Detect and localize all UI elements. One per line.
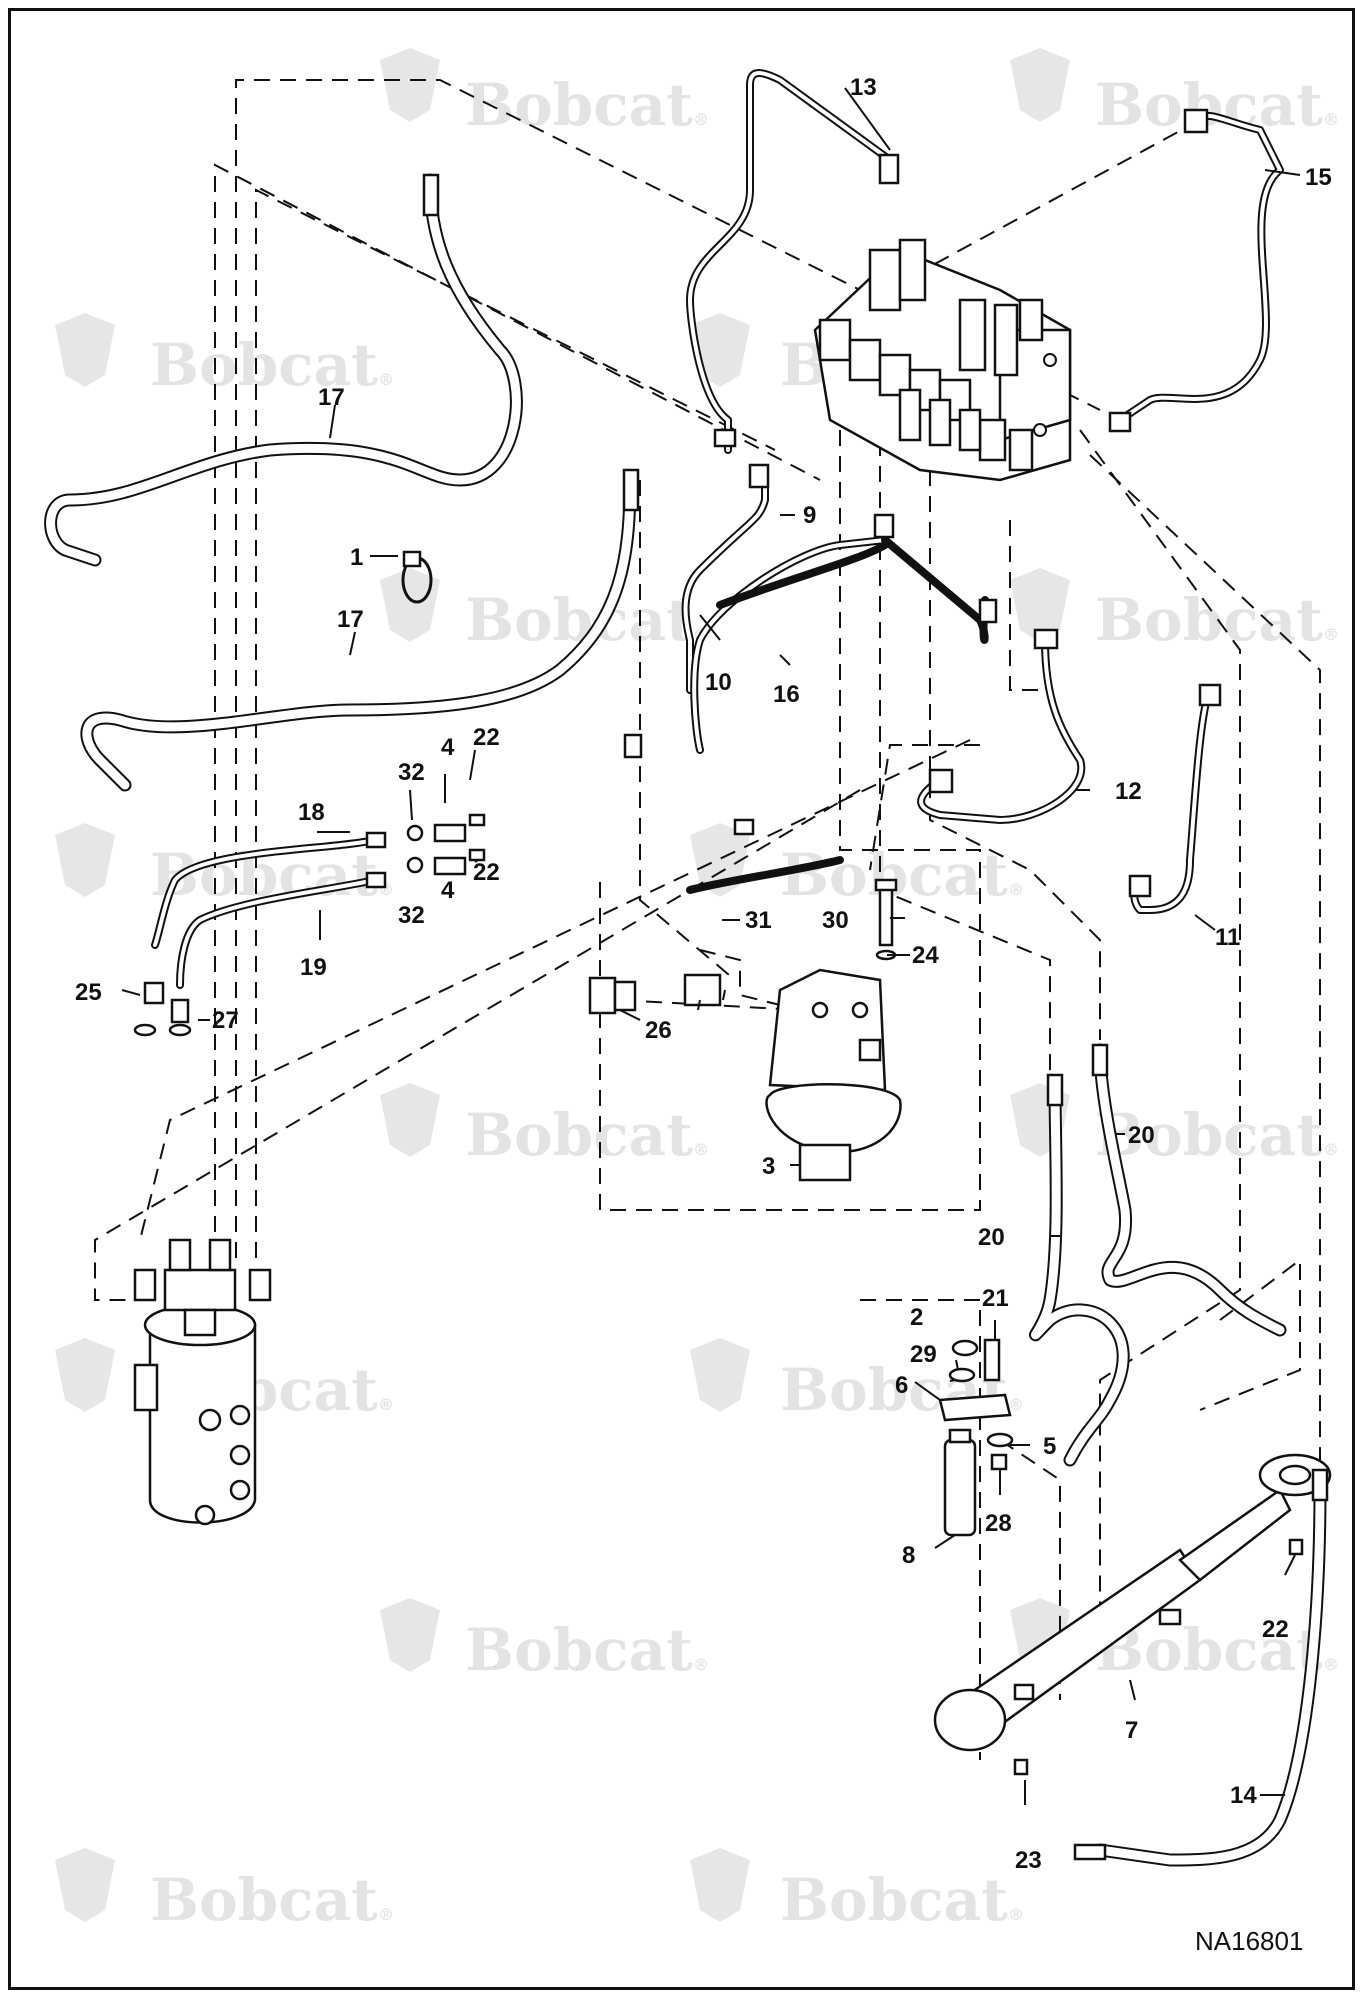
- swivel-joint: [133, 1238, 272, 1526]
- svg-text:Bobcat®: Bobcat®: [780, 841, 1024, 909]
- callout-27: 27: [212, 1007, 239, 1034]
- callout-25: 25: [75, 979, 102, 1006]
- watermark: Bobcat®: [690, 1848, 1024, 1934]
- callout-22: 22: [473, 724, 500, 751]
- callout-32: 32: [398, 759, 425, 786]
- rigid-tubes: [681, 69, 1284, 914]
- swing-motor: [588, 878, 902, 1182]
- callout-8: 8: [902, 1542, 915, 1569]
- callout-32: 32: [398, 902, 425, 929]
- pressure-lines: [133, 813, 486, 1037]
- callout-labels: 13 15 17 1 17 9 10 16 12 11 4 22 32 18 2…: [75, 74, 1332, 1874]
- callout-4: 4: [441, 877, 455, 904]
- hydraulic-cylinder: [933, 1453, 1332, 1776]
- watermark: Bobcat®: [380, 48, 709, 139]
- watermark: Bobcat®: [55, 313, 394, 399]
- hoses: [44, 173, 1327, 1867]
- watermark: Bobcat®: [1010, 48, 1339, 139]
- callout-28: 28: [985, 1510, 1012, 1537]
- watermark: Bobcat®: [690, 1338, 1024, 1424]
- callout-14: 14: [1230, 1782, 1257, 1809]
- accumulator: [938, 1338, 1014, 1537]
- callout-2: 2: [910, 1304, 923, 1331]
- svg-text:Bobcat®: Bobcat®: [465, 1101, 709, 1169]
- callout-11: 11: [1215, 924, 1240, 951]
- callout-4: 4: [441, 734, 455, 761]
- watermark: Bobcat®: [380, 1598, 709, 1684]
- watermark: Bobcat®: [690, 823, 1024, 909]
- dashed-connections: [94, 79, 1321, 1760]
- svg-text:Bobcat®: Bobcat®: [1095, 1101, 1339, 1169]
- callout-30: 30: [822, 907, 849, 934]
- watermark: Bobcat®: [1010, 1598, 1339, 1684]
- callout-20: 20: [978, 1224, 1005, 1251]
- callout-15: 15: [1305, 164, 1332, 191]
- callout-1: 1: [350, 544, 363, 571]
- callout-7: 7: [1125, 1717, 1138, 1744]
- fittings: [422, 108, 1329, 1861]
- callout-22: 22: [1262, 1616, 1289, 1643]
- callout-23: 23: [1015, 1847, 1042, 1874]
- svg-text:Bobcat®: Bobcat®: [1095, 586, 1339, 654]
- callout-10: 10: [705, 669, 732, 696]
- svg-text:Bobcat®: Bobcat®: [1095, 71, 1339, 139]
- leader-lines: [121, 87, 1301, 1805]
- callout-6: 6: [895, 1372, 908, 1399]
- svg-text:Bobcat®: Bobcat®: [780, 1866, 1024, 1934]
- callout-21: 21: [982, 1285, 1009, 1312]
- watermark: Bobcat®: [380, 568, 709, 654]
- svg-text:Bobcat®: Bobcat®: [150, 331, 394, 399]
- figure-code: NA16801: [1195, 1926, 1303, 1956]
- callout-24: 24: [912, 942, 939, 969]
- callout-20: 20: [1128, 1122, 1155, 1149]
- callout-16: 16: [773, 681, 800, 708]
- callout-12: 12: [1115, 778, 1142, 805]
- callout-22: 22: [473, 859, 500, 886]
- callout-3: 3: [762, 1153, 775, 1180]
- watermark: Bobcat®: [380, 1083, 709, 1169]
- callout-29: 29: [910, 1341, 937, 1368]
- watermark: Bobcat®: [55, 823, 394, 909]
- callout-17: 17: [318, 384, 345, 411]
- svg-text:Bobcat®: Bobcat®: [150, 1866, 394, 1934]
- callout-19: 19: [300, 954, 327, 981]
- watermark: Bobcat®: [55, 1848, 394, 1934]
- callout-31: 31: [745, 907, 772, 934]
- callout-26: 26: [645, 1017, 672, 1044]
- diagram-frame: [8, 8, 1355, 1990]
- svg-text:Bobcat®: Bobcat®: [465, 71, 709, 139]
- svg-text:Bobcat®: Bobcat®: [465, 1616, 709, 1684]
- callout-13: 13: [850, 74, 877, 101]
- callout-17: 17: [337, 606, 364, 633]
- callout-18: 18: [298, 799, 325, 826]
- clamp: [401, 550, 433, 604]
- watermark: Bobcat®: [1010, 568, 1339, 654]
- control-valve: [813, 238, 1072, 482]
- callout-9: 9: [803, 502, 816, 529]
- callout-5: 5: [1043, 1433, 1056, 1460]
